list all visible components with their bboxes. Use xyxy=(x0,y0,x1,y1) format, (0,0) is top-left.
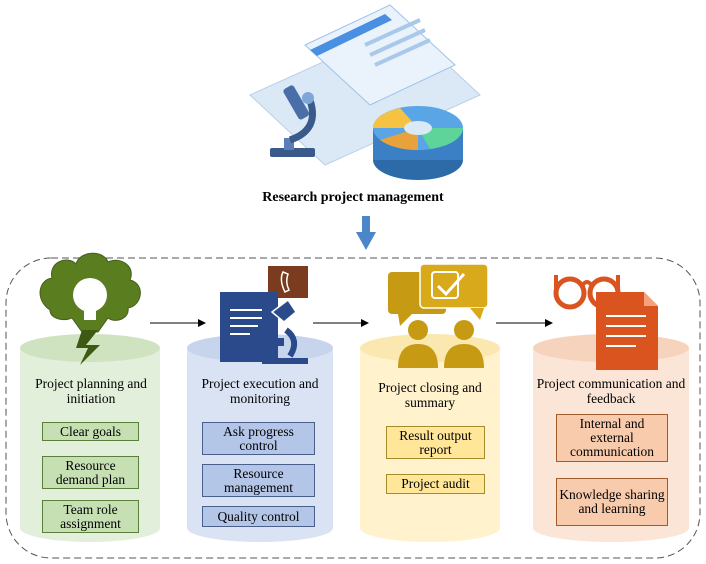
stage-title-closing: Project closing and summary xyxy=(378,380,482,410)
down-arrow-icon xyxy=(356,216,376,250)
page-title: Research project management xyxy=(262,190,444,205)
item-quality-control: Quality control xyxy=(202,506,315,527)
item-resource-management: Resource management xyxy=(202,464,315,497)
people-discussion-icon xyxy=(388,263,489,368)
lightbulb-tree-icon xyxy=(39,252,141,365)
glasses-document-icon xyxy=(553,275,658,370)
item-project-audit: Project audit xyxy=(386,474,485,494)
item-team-role-assignment: Team role assignment xyxy=(42,500,139,533)
stage-title-planning: Project planning and initiation xyxy=(35,376,147,406)
item-resource-demand-plan: Resource demand plan xyxy=(42,456,139,489)
item-internal-external-communication: Internal and external communication xyxy=(556,414,668,462)
stage-title-communication: Project communication and feedback xyxy=(536,376,686,406)
item-knowledge-sharing-learning: Knowledge sharing and learning xyxy=(556,478,668,526)
item-clear-goals: Clear goals xyxy=(42,422,139,441)
microscope-document-icon xyxy=(220,266,308,364)
item-result-output-report: Result output report xyxy=(386,426,485,459)
item-ask-progress-control: Ask progress control xyxy=(202,422,315,455)
stage-title-execution: Project execution and monitoring xyxy=(201,376,319,406)
research-dashboard-icon xyxy=(249,4,481,180)
stages-container xyxy=(5,257,701,559)
